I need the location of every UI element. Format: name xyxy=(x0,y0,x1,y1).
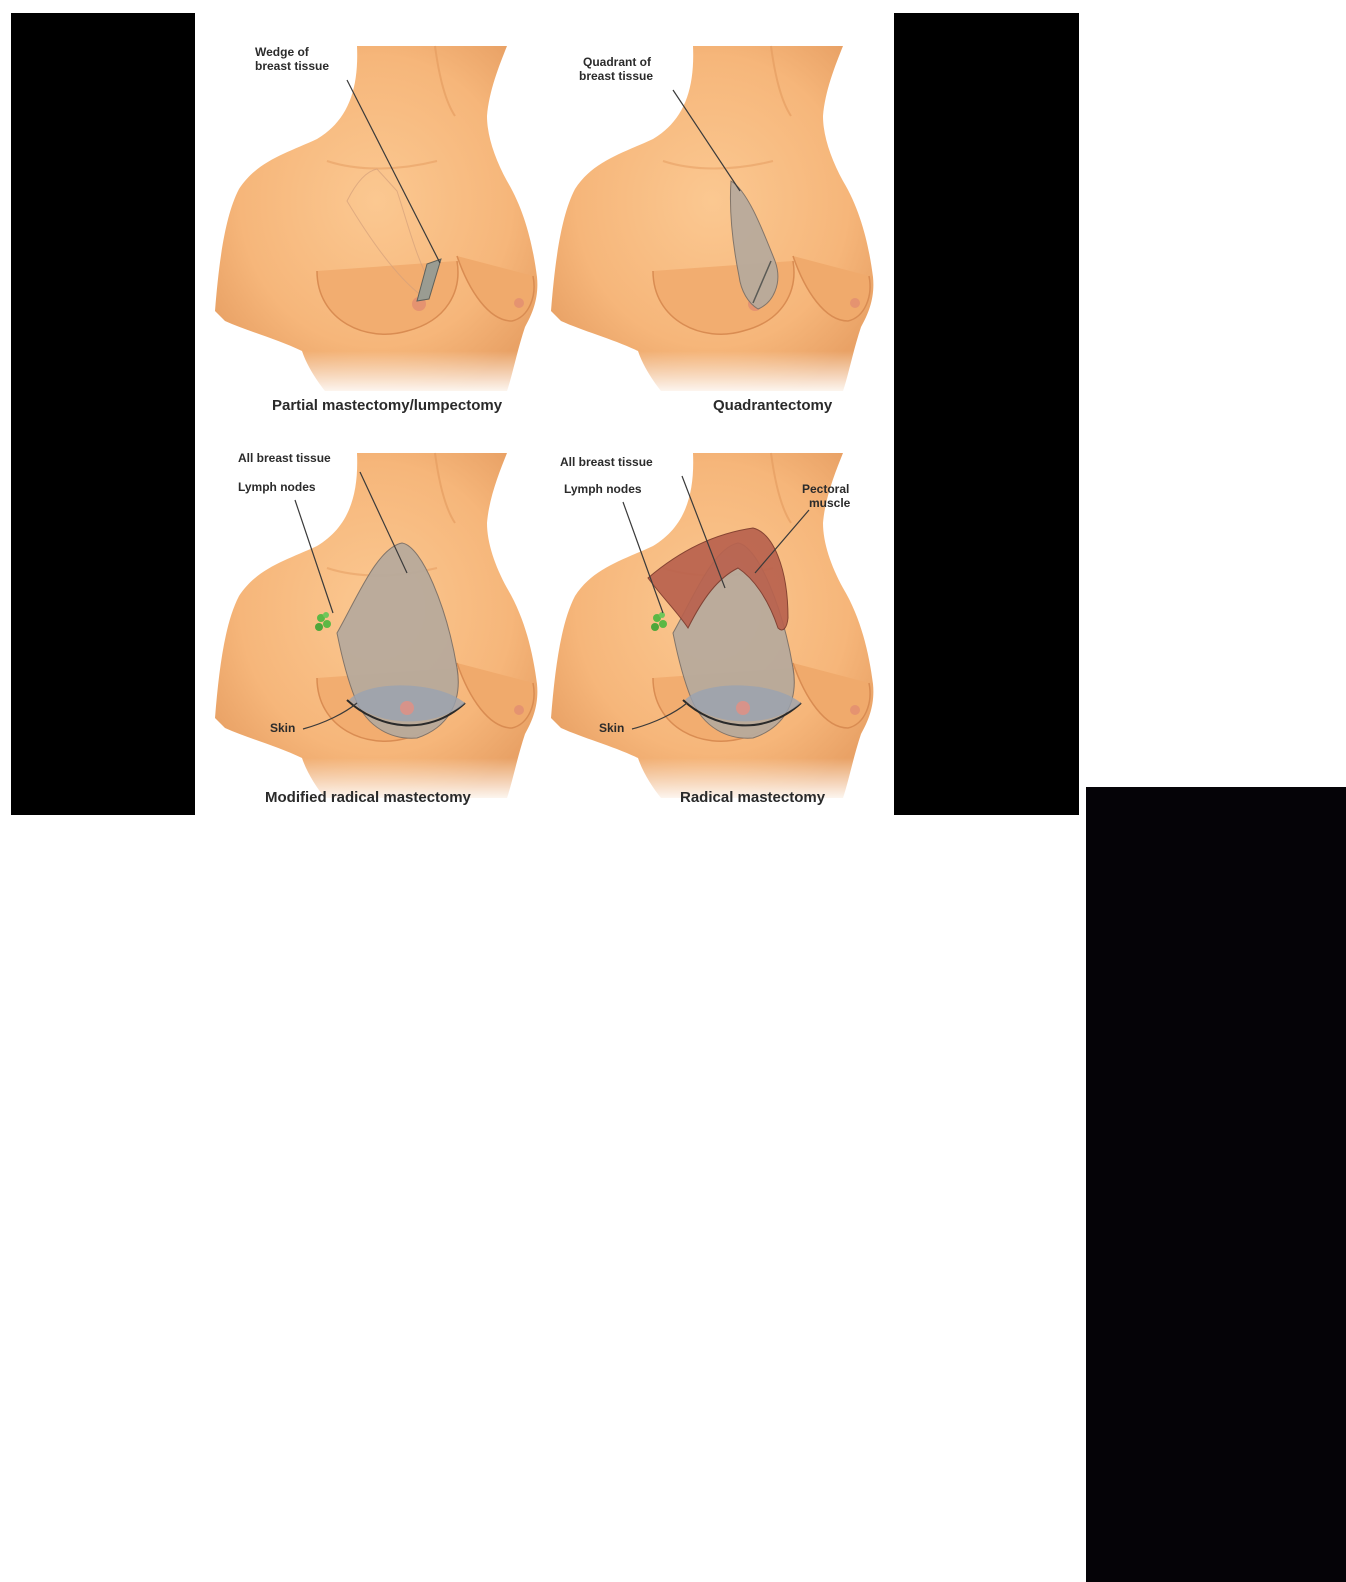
right-black-bar xyxy=(894,13,1079,815)
panel-quadrantectomy xyxy=(543,46,883,396)
label-quadrant-line2: breast tissue xyxy=(579,69,653,83)
mastectomy-diagram: Wedge of breast tissue Partial mastectom… xyxy=(195,13,894,815)
label-skin-1: Skin xyxy=(270,721,295,735)
label-pectoral-line2: muscle xyxy=(809,496,851,510)
label-wedge-line2: breast tissue xyxy=(255,59,329,73)
label-quadrant-line1: Quadrant of xyxy=(583,55,652,69)
caption-modified-radical: Modified radical mastectomy xyxy=(265,789,472,806)
diagram-canvas: Wedge of breast tissue Partial mastectom… xyxy=(195,13,894,815)
label-lymph-nodes-2: Lymph nodes xyxy=(564,482,642,496)
label-all-breast-tissue-2: All breast tissue xyxy=(560,455,653,469)
label-lymph-nodes-1: Lymph nodes xyxy=(238,480,316,494)
label-pectoral-line1: Pectoral xyxy=(802,482,849,496)
lower-right-black-bar xyxy=(1086,787,1346,1582)
label-all-breast-tissue-1: All breast tissue xyxy=(238,451,331,465)
panel-partial-mastectomy xyxy=(207,46,547,396)
label-skin-2: Skin xyxy=(599,721,624,735)
caption-radical: Radical mastectomy xyxy=(680,789,826,806)
left-black-bar xyxy=(11,13,195,815)
panel-modified-radical xyxy=(207,453,547,803)
caption-quadrantectomy: Quadrantectomy xyxy=(713,397,833,414)
label-wedge-line1: Wedge of xyxy=(255,45,310,59)
caption-partial-mastectomy: Partial mastectomy/lumpectomy xyxy=(272,397,503,414)
